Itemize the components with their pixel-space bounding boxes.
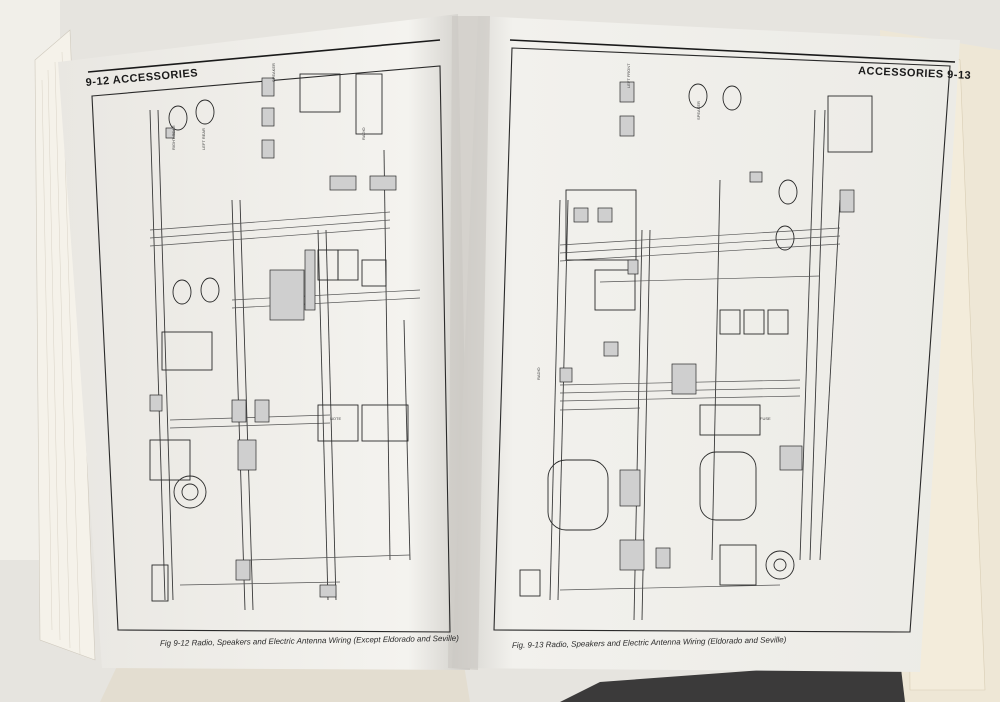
svg-text:SPEAKER: SPEAKER xyxy=(696,101,701,120)
svg-text:NOTE: NOTE xyxy=(330,416,341,421)
left-page-stack xyxy=(34,29,96,661)
svg-text:SPEAKER: SPEAKER xyxy=(271,63,276,82)
right-wiring-diagram: LEFT FRONT SPEAKER RADIO FUSE xyxy=(493,47,951,633)
svg-text:LEFT FRONT: LEFT FRONT xyxy=(626,63,631,88)
svg-text:RADIO: RADIO xyxy=(536,367,541,380)
right-page-header: ACCESSORIES 9-13 xyxy=(858,65,972,82)
book-gutter xyxy=(448,16,490,670)
right-page xyxy=(452,16,960,672)
left-page xyxy=(58,14,470,670)
left-wiring-diagram: SPEAKER RADIO RIGHT REAR LEFT REAR NOTE xyxy=(91,63,451,633)
svg-text:RIGHT REAR: RIGHT REAR xyxy=(171,125,176,150)
svg-text:RADIO: RADIO xyxy=(361,127,366,140)
svg-text:LEFT REAR: LEFT REAR xyxy=(201,128,206,150)
svg-text:FUSE: FUSE xyxy=(760,416,771,421)
